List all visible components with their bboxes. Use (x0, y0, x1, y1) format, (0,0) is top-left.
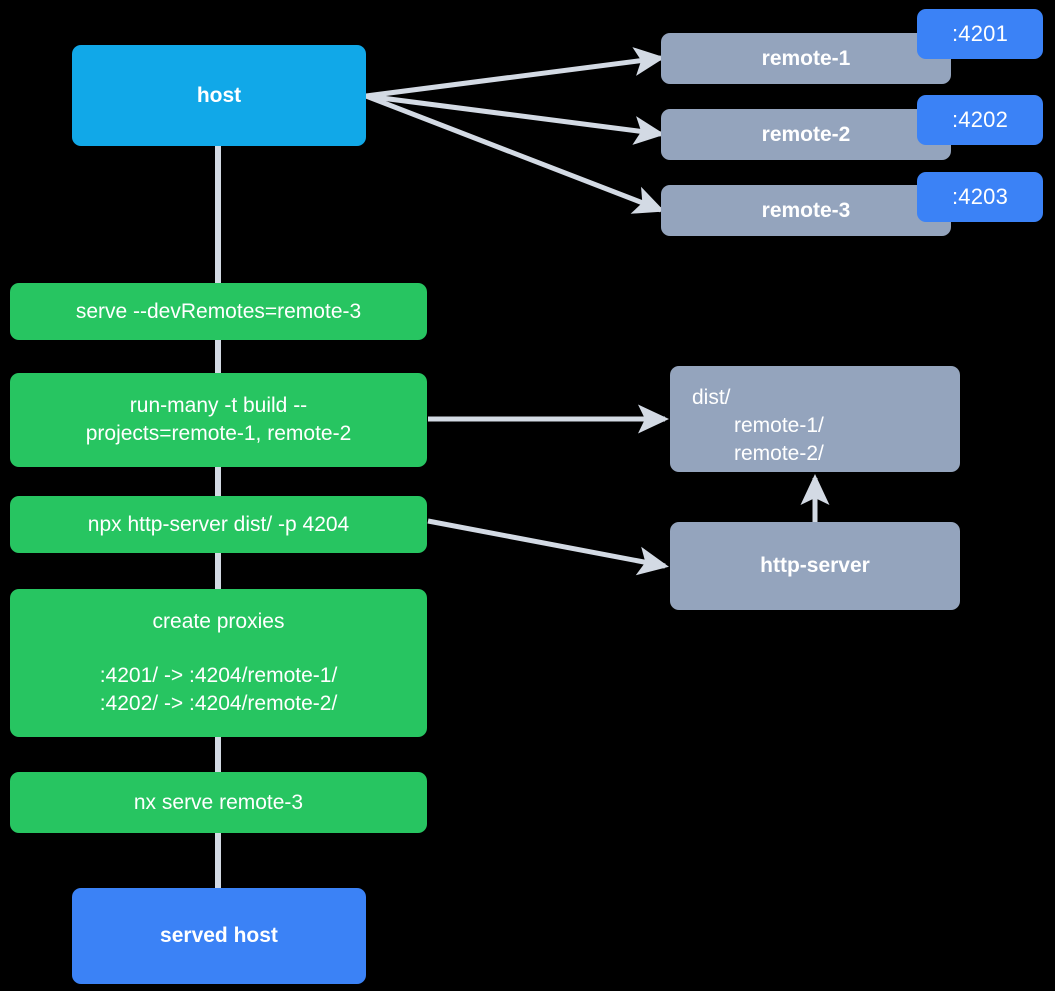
node-remote-2-label: remote-2 (761, 122, 851, 146)
node-remote-1[interactable]: remote-1 (661, 33, 951, 84)
node-dist-tree-line-1: dist/ (692, 386, 731, 410)
command-create-proxies-mapping-1: :4201/ -> :4204/remote-1/ (99, 664, 338, 688)
badge-remote-3-port-label: :4203 (951, 184, 1009, 209)
node-host[interactable]: host (72, 45, 366, 146)
node-served-host[interactable]: served host (72, 888, 366, 984)
node-host-label: host (196, 83, 242, 107)
edge-npx-to-httpserver (427, 518, 669, 576)
node-http-server[interactable]: http-server (670, 522, 960, 610)
command-create-proxies[interactable]: create proxies :4201/ -> :4204/remote-1/… (10, 589, 427, 737)
edge-host-to-remote-1 (365, 47, 665, 99)
node-remote-3[interactable]: remote-3 (661, 185, 951, 236)
badge-remote-2-port-label: :4202 (951, 107, 1009, 132)
command-run-many-line2: projects=remote-1, remote-2 (85, 422, 352, 445)
node-remote-1-label: remote-1 (761, 46, 851, 70)
edge-host-to-remote-3 (365, 93, 665, 214)
node-dist-tree[interactable]: dist/ remote-1/ remote-2/ (670, 366, 960, 472)
badge-remote-1-port-label: :4201 (951, 21, 1009, 46)
command-create-proxies-title: create proxies (152, 610, 285, 634)
node-http-server-label: http-server (760, 554, 870, 578)
node-dist-tree-line-2: remote-1/ (734, 414, 824, 438)
command-nx-serve-remote-3[interactable]: nx serve remote-3 (10, 772, 427, 833)
node-served-host-label: served host (160, 924, 278, 948)
node-dist-tree-line-3: remote-2/ (734, 441, 824, 465)
command-create-proxies-mapping-2: :4202/ -> :4204/remote-2/ (99, 691, 338, 715)
badge-remote-2-port: :4202 (917, 95, 1043, 145)
command-run-many-line1: run-many -t build -- (129, 394, 308, 418)
command-serve-label: serve --devRemotes=remote-3 (75, 299, 362, 323)
badge-remote-1-port: :4201 (917, 9, 1043, 59)
command-nx-serve-remote-3-label: nx serve remote-3 (133, 790, 304, 814)
command-serve[interactable]: serve --devRemotes=remote-3 (10, 283, 427, 340)
command-npx-http-server[interactable]: npx http-server dist/ -p 4204 (10, 496, 427, 553)
node-remote-3-label: remote-3 (761, 198, 851, 222)
edge-host-to-remote-2 (365, 93, 665, 145)
command-npx-http-server-label: npx http-server dist/ -p 4204 (87, 512, 350, 536)
command-run-many[interactable]: run-many -t build -- projects=remote-1, … (10, 373, 427, 467)
badge-remote-3-port: :4203 (917, 172, 1043, 222)
node-remote-2[interactable]: remote-2 (661, 109, 951, 160)
